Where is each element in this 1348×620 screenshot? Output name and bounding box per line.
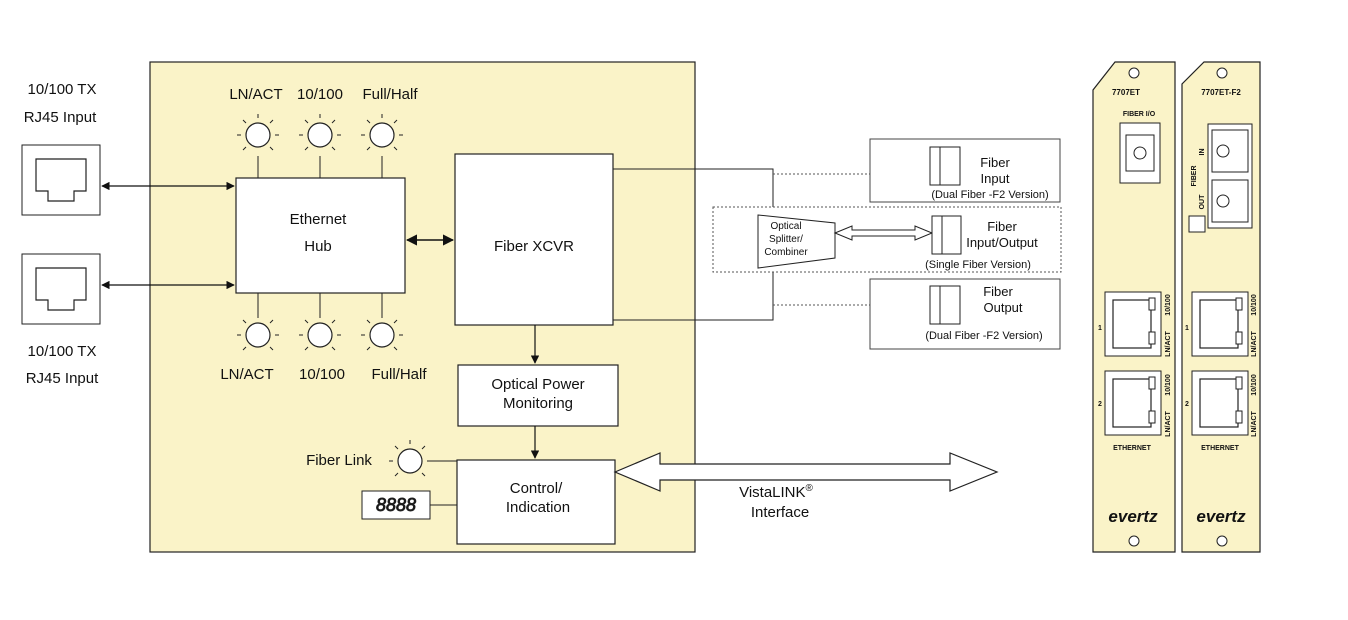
led-bottom-label-2: 10/100 [299, 366, 345, 383]
fiber-io-note: (Single Fiber Version) [925, 259, 1031, 271]
card1-port1-led-a: 10/100 [1165, 294, 1172, 316]
fiber-output-label-2: Output [983, 300, 1022, 315]
fiber-input-label-1: Fiber [980, 155, 1010, 170]
splitter-label-2: Splitter/ [769, 234, 803, 245]
card1-port1-number: 1 [1098, 325, 1102, 332]
digit-display [361, 490, 431, 520]
fiber-input-option [869, 138, 1061, 203]
fiber-io-label-1: Fiber [987, 219, 1017, 234]
rj45-bottom-label-1: 10/100 TX [28, 343, 97, 360]
opm-label-1: Optical Power [491, 376, 584, 393]
card2-ethernet-port-2 [1191, 370, 1249, 436]
hub-label-2: Hub [304, 238, 332, 255]
card2-screw-top-icon [1216, 67, 1228, 79]
card2-port2-number: 2 [1185, 401, 1189, 408]
fiber-output-note: (Dual Fiber -F2 Version) [925, 330, 1042, 342]
rj45-top-jack [21, 144, 101, 216]
control-indication [456, 459, 616, 545]
fiber-input-note: (Dual Fiber -F2 Version) [931, 189, 1048, 201]
card2-port1-led-a: 10/100 [1251, 294, 1258, 316]
card2-ethernet-label: ETHERNET [1201, 445, 1239, 452]
control-label-2: Indication [506, 499, 570, 516]
digit-display-value: 8888 [376, 495, 416, 515]
card2-indicator-square [1188, 215, 1206, 233]
rj45-bottom-label-2: RJ45 Input [26, 370, 99, 387]
led-top-label-2: 10/100 [297, 86, 343, 103]
card1-screw-top-icon [1128, 67, 1140, 79]
card2-fiber-label: FIBER [1191, 166, 1198, 187]
led-bottom-label-3: Full/Half [371, 366, 427, 383]
card2-port1-number: 1 [1185, 325, 1189, 332]
card2-port1-led-b: LN/ACT [1251, 330, 1258, 356]
control-label-1: Control/ [510, 480, 563, 497]
fiber-output-label-1: Fiber [983, 284, 1013, 299]
card2-port2-led-a: 10/100 [1251, 374, 1258, 396]
splitter-label-1: Optical [770, 221, 801, 232]
card2-fiber-out-label: OUT [1199, 194, 1206, 210]
card2-screw-bottom-icon [1216, 535, 1228, 547]
card2-model: 7707ET-F2 [1201, 88, 1241, 97]
card1-port2-number: 2 [1098, 401, 1102, 408]
led-bottom-label-1: LN/ACT [220, 366, 273, 383]
fiber-io-label-2: Input/Output [966, 235, 1038, 250]
card2-port2-led-b: LN/ACT [1251, 410, 1258, 436]
card1-ethernet-label: ETHERNET [1113, 445, 1151, 452]
rj45-top-label-1: 10/100 TX [28, 81, 97, 98]
card1-port1-led-b: LN/ACT [1165, 330, 1172, 356]
fiber-input-label-2: Input [981, 171, 1010, 186]
card2-brand-logo: evertz [1196, 507, 1246, 526]
led-top-label-1: LN/ACT [229, 86, 282, 103]
card1-port2-led-b: LN/ACT [1165, 410, 1172, 436]
card1-model: 7707ET [1112, 88, 1140, 97]
fiber-link-label: Fiber Link [306, 452, 372, 469]
fiber-xcvr [454, 153, 614, 326]
fiber-output-option [869, 278, 1061, 350]
rj45-top-label-2: RJ45 Input [24, 109, 97, 126]
hub-label-1: Ethernet [290, 211, 348, 228]
rj45-bottom-jack [21, 253, 101, 325]
opm-label-2: Monitoring [503, 395, 573, 412]
splitter-combiner [757, 214, 836, 269]
card2-ethernet-port-1 [1191, 291, 1249, 357]
card1-brand-logo: evertz [1108, 507, 1158, 526]
led-top-label-3: Full/Half [362, 86, 418, 103]
vistalink-arrow [613, 452, 999, 492]
vistalink-label-2: Interface [751, 504, 809, 521]
splitter-label-3: Combiner [764, 247, 808, 258]
xcvr-label: Fiber XCVR [494, 238, 574, 255]
card1-screw-bottom-icon [1128, 535, 1140, 547]
optical-power-monitoring [457, 364, 619, 427]
card1-port2-led-a: 10/100 [1165, 374, 1172, 396]
ethernet-hub [235, 177, 406, 294]
vistalink-label-1: VistaLINK® [739, 483, 813, 501]
card1-ethernet-port-2 [1104, 370, 1162, 436]
card1-fiber-label: FIBER I/O [1123, 111, 1156, 118]
card2-fiber-in-label: IN [1199, 149, 1206, 156]
card1-ethernet-port-1 [1104, 291, 1162, 357]
